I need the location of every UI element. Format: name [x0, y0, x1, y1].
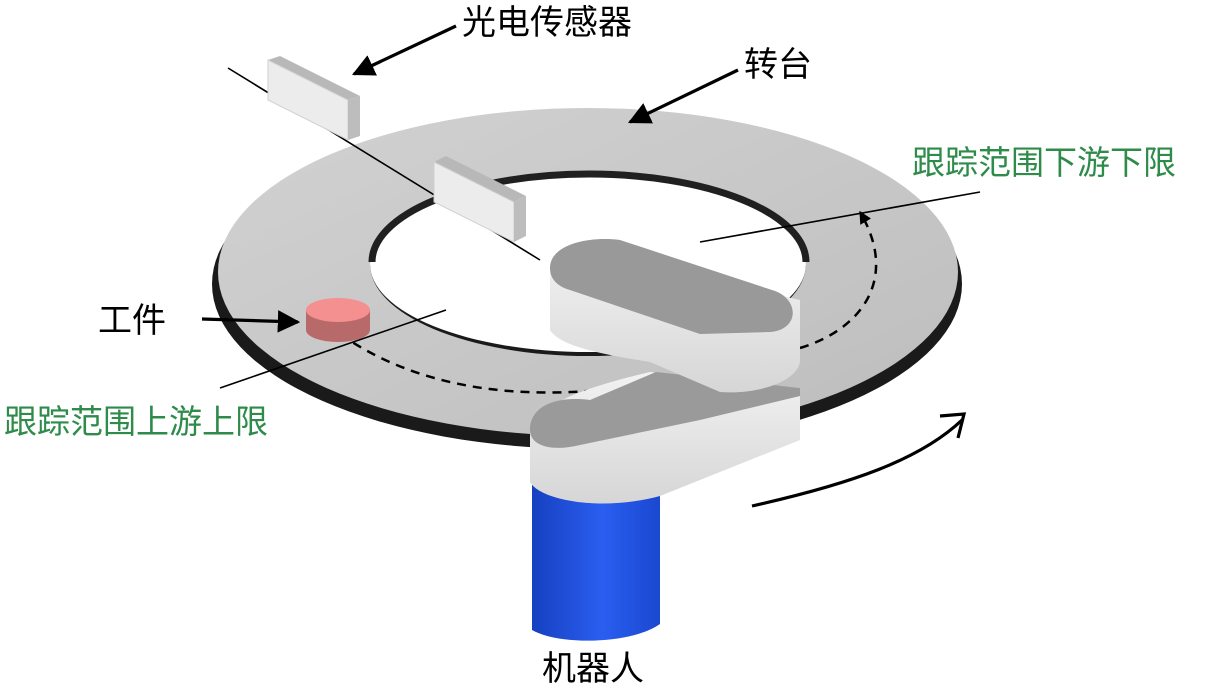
workpiece-label: 工件 — [98, 301, 166, 341]
downstream-limit-leader — [699, 191, 981, 243]
rotation-arrow-head — [939, 412, 967, 439]
robot-upper-arm-top — [550, 239, 793, 334]
downstream-limit-label: 跟踪范围下游下限 — [912, 143, 1176, 182]
tracking-range-path-right — [799, 210, 878, 350]
rotation-arrow — [751, 418, 964, 508]
robot-label: 机器人 — [542, 649, 644, 689]
sensor-label-arrow — [351, 24, 457, 76]
sensor-label: 光电传感器 — [462, 3, 632, 43]
turntable-inner-rim — [368, 170, 810, 263]
turntable-label: 转台 — [744, 45, 812, 85]
workpiece-puck — [306, 298, 370, 342]
upstream-limit-leader — [219, 309, 447, 389]
turntable-label-arrow — [627, 68, 739, 124]
upstream-limit-label: 跟踪范围上游上限 — [4, 402, 268, 441]
tracking-range-path — [339, 332, 621, 394]
sensor-box-2 — [433, 156, 526, 243]
workpiece-label-arrow — [201, 310, 301, 333]
robot-base — [532, 482, 660, 641]
robot — [530, 239, 800, 641]
sensor-box-1 — [267, 56, 360, 141]
